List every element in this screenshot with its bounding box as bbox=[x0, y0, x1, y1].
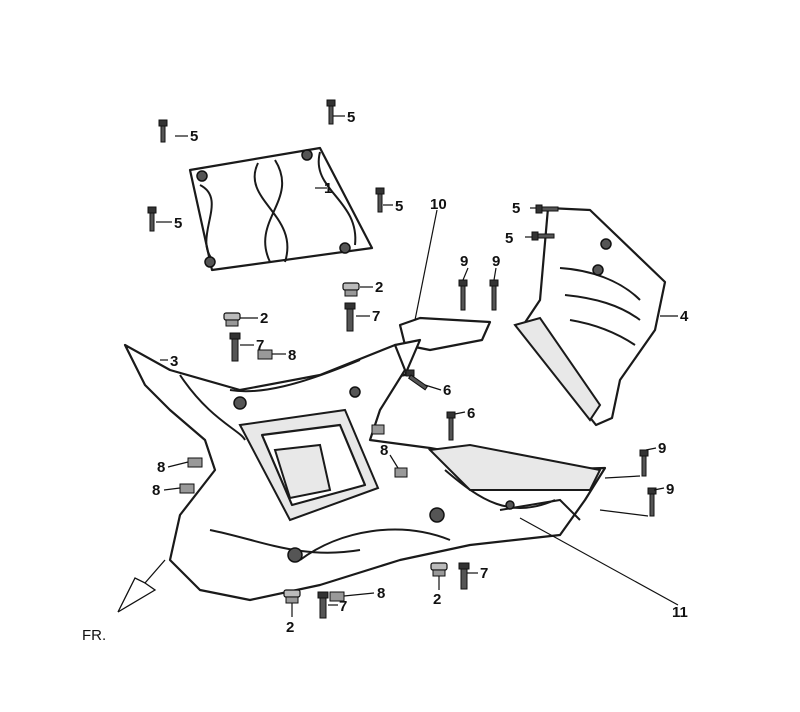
clip-2-upper-right bbox=[342, 282, 360, 297]
callout-10: 10 bbox=[430, 196, 447, 213]
part-1-center-cover bbox=[188, 146, 374, 272]
front-label: FR. bbox=[82, 627, 106, 644]
callout-7-bottom-left: 7 bbox=[339, 598, 347, 615]
callout-6-upper: 6 bbox=[443, 382, 451, 399]
callout-8-upper: 8 bbox=[288, 347, 296, 364]
callout-labels: 1 2 2 2 2 3 4 5 5 5 5 5 5 6 6 7 7 7 7 8 … bbox=[152, 109, 689, 636]
callout-2-bottom-left: 2 bbox=[286, 619, 294, 636]
callout-8-center: 8 bbox=[380, 442, 388, 459]
bolt-7-mid bbox=[229, 332, 241, 362]
nut-8-bottom bbox=[329, 591, 345, 602]
callout-8-left-upper: 8 bbox=[157, 459, 165, 476]
callout-5-side-upper: 5 bbox=[512, 200, 520, 217]
screw-6-upper bbox=[405, 369, 429, 391]
callout-5-side-lower: 5 bbox=[505, 230, 513, 247]
screw-5-mid-right bbox=[375, 187, 385, 213]
screw-5-side-lower bbox=[531, 231, 555, 241]
screw-5-top-left bbox=[158, 119, 168, 143]
callout-1: 1 bbox=[324, 180, 332, 197]
callout-8-left-lower: 8 bbox=[152, 482, 160, 499]
screw-6-lower bbox=[446, 411, 456, 441]
leader-lines bbox=[156, 115, 679, 617]
callout-6-lower: 6 bbox=[467, 405, 475, 422]
clip-2-bottom-right bbox=[430, 562, 448, 577]
screw-5-side-upper bbox=[535, 204, 559, 214]
callout-5-top-left: 5 bbox=[190, 128, 198, 145]
callout-5-mid-right: 5 bbox=[395, 198, 403, 215]
callout-7-upper: 7 bbox=[372, 308, 380, 325]
clip-2-bottom-left bbox=[283, 589, 301, 604]
callout-7-bottom-right: 7 bbox=[480, 565, 488, 582]
screw-5-top-right bbox=[326, 99, 336, 125]
front-direction-arrow: FR. bbox=[82, 559, 166, 644]
screw-9-right bbox=[489, 279, 499, 311]
screw-9-left bbox=[458, 279, 468, 311]
callout-4: 4 bbox=[680, 308, 689, 325]
screw-9-side-lower bbox=[647, 487, 657, 517]
callout-2-upper-left: 2 bbox=[260, 310, 268, 327]
callout-2-bottom-right: 2 bbox=[433, 591, 441, 608]
bolt-7-upper bbox=[344, 302, 356, 332]
callout-5-top-right: 5 bbox=[347, 109, 355, 126]
nut-8-left-lower bbox=[179, 483, 195, 494]
nut-8-right bbox=[394, 467, 408, 478]
callout-9-side-lower: 9 bbox=[666, 481, 674, 498]
callout-9-left: 9 bbox=[460, 253, 468, 270]
callout-9-right: 9 bbox=[492, 253, 500, 270]
bolt-7-bottom-left bbox=[317, 591, 329, 619]
callout-8-bottom: 8 bbox=[377, 585, 385, 602]
screw-5-mid-left bbox=[147, 206, 157, 232]
nut-8-center bbox=[371, 424, 385, 435]
callout-3: 3 bbox=[170, 353, 178, 370]
part-4-side-panel bbox=[513, 206, 667, 427]
callout-7-mid: 7 bbox=[256, 337, 264, 354]
callout-9-side-upper: 9 bbox=[658, 440, 666, 457]
bolt-7-bottom-right bbox=[458, 562, 470, 590]
callout-5-mid-left: 5 bbox=[174, 215, 182, 232]
part-3-floor-panel bbox=[123, 343, 607, 602]
screw-9-side-upper bbox=[639, 449, 649, 477]
callout-11: 11 bbox=[672, 604, 688, 621]
clip-2-upper-left bbox=[223, 312, 241, 327]
callout-2-upper-right: 2 bbox=[375, 279, 383, 296]
nut-8-left-upper bbox=[187, 457, 203, 468]
